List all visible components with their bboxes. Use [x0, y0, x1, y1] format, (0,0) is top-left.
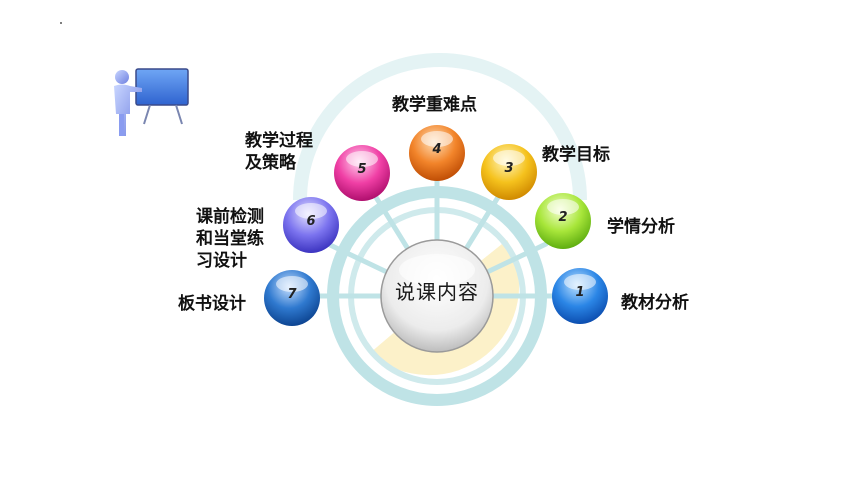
node-3-ball [481, 144, 537, 200]
label-item-6: 课前检测 和当堂练 习设计 [196, 206, 264, 272]
node-7-ball [264, 270, 320, 326]
node-6-ball [283, 197, 339, 253]
label-item-1: 教材分析 [621, 293, 689, 313]
label-item-5-line-2: 及策略 [245, 153, 296, 173]
node-3-number: 3 [504, 161, 514, 176]
node-1[interactable]: 1 [551, 267, 609, 325]
dot-mark [60, 22, 62, 24]
label-item-6-line-1: 课前检测 [196, 207, 264, 227]
node-7-number: 7 [287, 287, 297, 302]
node-1-ball [552, 268, 608, 324]
node-6-number: 6 [306, 214, 316, 229]
teacher-presentation-icon [114, 68, 189, 136]
label-item-6-line-3: 习设计 [196, 251, 247, 271]
node-5-ball [334, 145, 390, 201]
node-5-number: 5 [357, 162, 367, 177]
node-4[interactable]: 4 [408, 124, 466, 182]
node-7[interactable]: 7 [263, 269, 321, 327]
label-item-7: 板书设计 [178, 294, 246, 314]
node-3[interactable]: 3 [480, 143, 538, 201]
node-1-number: 1 [575, 285, 585, 300]
node-2[interactable]: 2 [534, 192, 592, 250]
center-label: 说课内容 [395, 280, 479, 304]
node-2-ball [535, 193, 591, 249]
node-6[interactable]: 6 [282, 196, 340, 254]
label-item-5: 教学过程 及策略 [245, 130, 313, 174]
node-5[interactable]: 5 [333, 144, 391, 202]
label-item-2: 学情分析 [607, 217, 675, 237]
label-item-3: 教学目标 [542, 145, 610, 165]
label-item-5-line-1: 教学过程 [245, 131, 313, 151]
label-item-4: 教学重难点 [392, 95, 477, 115]
label-item-6-line-2: 和当堂练 [196, 229, 264, 249]
node-2-number: 2 [558, 210, 568, 225]
node-4-ball [409, 125, 465, 181]
node-4-number: 4 [432, 142, 442, 157]
